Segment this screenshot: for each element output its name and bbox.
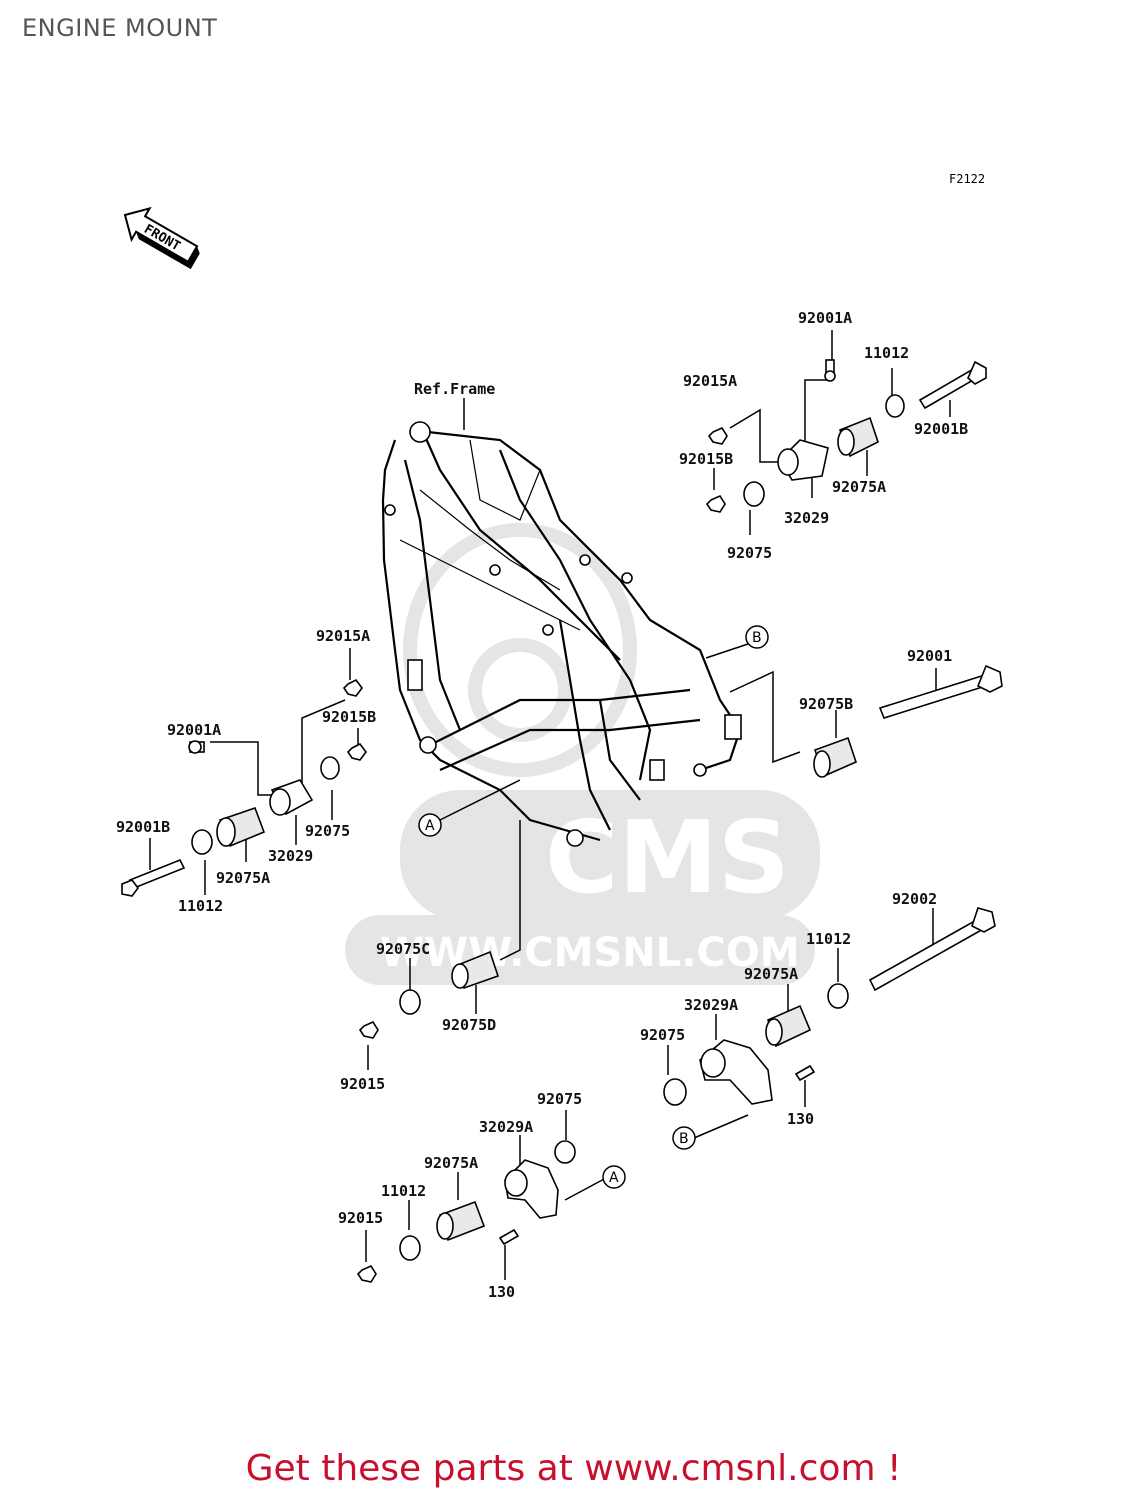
part-label: 92075A [216, 869, 270, 887]
part-label: 32029A [479, 1118, 533, 1136]
part-label: 92075D [442, 1016, 496, 1034]
ref-marker-b-bottom: B [679, 1131, 689, 1147]
part-label: 11012 [178, 897, 223, 915]
part-label: 92075 [640, 1026, 685, 1044]
part-label: 92001B [116, 818, 170, 836]
part-label: 92075A [832, 478, 886, 496]
part-labels: 92001A 11012 92015A 92001B 92015B 92075A… [116, 309, 968, 1301]
part-label: 92001A [798, 309, 852, 327]
part-label: 92075B [799, 695, 853, 713]
ref-frame-label: Ref.Frame [414, 380, 495, 398]
part-label: 92015B [679, 450, 733, 468]
part-label: 92075 [305, 822, 350, 840]
figure-code: F2122 [949, 172, 986, 186]
ref-marker-a-left: A [425, 818, 435, 834]
part-label: 130 [488, 1283, 515, 1301]
part-label: 92015 [338, 1209, 383, 1227]
parts [121, 359, 1003, 1283]
part-label: 32029 [268, 847, 313, 865]
part-label: 32029A [684, 996, 738, 1014]
part-label: 92001B [914, 420, 968, 438]
leader-lines [149, 330, 951, 1280]
part-label: 130 [787, 1110, 814, 1128]
part-label: 92015B [322, 708, 376, 726]
ref-marker-a-bottom: A [609, 1170, 619, 1186]
watermark: CMS WWW.CMSNL.COM [345, 523, 820, 985]
part-label: 92075A [744, 965, 798, 983]
ref-markers: B A B A [418, 625, 769, 1189]
page-title: ENGINE MOUNT [22, 14, 218, 42]
part-label: 92015A [316, 627, 370, 645]
ref-marker-b-top: B [752, 630, 762, 646]
part-label: 11012 [864, 344, 909, 362]
front-arrow-icon: FRONT [123, 206, 200, 270]
watermark-brand: CMS [545, 799, 790, 916]
watermark-url: WWW.CMSNL.COM [380, 930, 800, 976]
part-label: 92075C [376, 940, 430, 958]
part-label: 92075 [727, 544, 772, 562]
part-label: 92002 [892, 890, 937, 908]
part-label: 92015A [683, 372, 737, 390]
part-label: 11012 [381, 1182, 426, 1200]
part-label: 92075A [424, 1154, 478, 1172]
part-label: 92015 [340, 1075, 385, 1093]
part-label: 92075 [537, 1090, 582, 1108]
footer-cta[interactable]: Get these parts at www.cmsnl.com ! [245, 1448, 902, 1489]
part-label: 92001 [907, 647, 952, 665]
frame-drawing [381, 421, 742, 847]
part-label: 92001A [167, 721, 221, 739]
part-label: 32029 [784, 509, 829, 527]
part-label: 11012 [806, 930, 851, 948]
